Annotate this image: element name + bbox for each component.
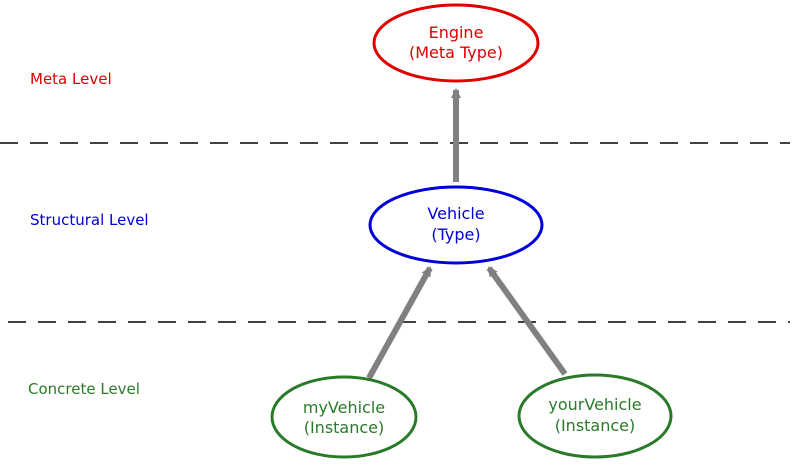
- vehicle-node-subtitle: (Type): [431, 225, 480, 244]
- engine-node: Engine (Meta Type): [372, 3, 540, 83]
- your-vehicle-node-subtitle: (Instance): [555, 416, 636, 435]
- edge-myvehicle-to-vehicle: [366, 266, 433, 380]
- vehicle-node: Vehicle (Type): [368, 185, 544, 265]
- my-vehicle-node-title: myVehicle: [303, 398, 385, 417]
- structural-level-label: Structural Level: [30, 211, 149, 229]
- engine-node-shape: [372, 3, 540, 83]
- my-vehicle-node-subtitle: (Instance): [304, 418, 385, 437]
- engine-node-title: Engine: [429, 23, 484, 42]
- my-vehicle-node-shape: [270, 375, 418, 459]
- concrete-level-label: Concrete Level: [28, 380, 140, 398]
- engine-node-subtitle: (Meta Type): [409, 43, 503, 62]
- vehicle-node-shape: [368, 185, 544, 265]
- your-vehicle-node: yourVehicle (Instance): [517, 373, 673, 459]
- my-vehicle-node: myVehicle (Instance): [270, 375, 418, 459]
- edge-yourvehicle-to-vehicle: [486, 266, 568, 376]
- your-vehicle-node-shape: [517, 373, 673, 459]
- vehicle-node-title: Vehicle: [427, 204, 484, 223]
- your-vehicle-node-title: yourVehicle: [548, 395, 641, 414]
- meta-level-label: Meta Level: [30, 70, 112, 88]
